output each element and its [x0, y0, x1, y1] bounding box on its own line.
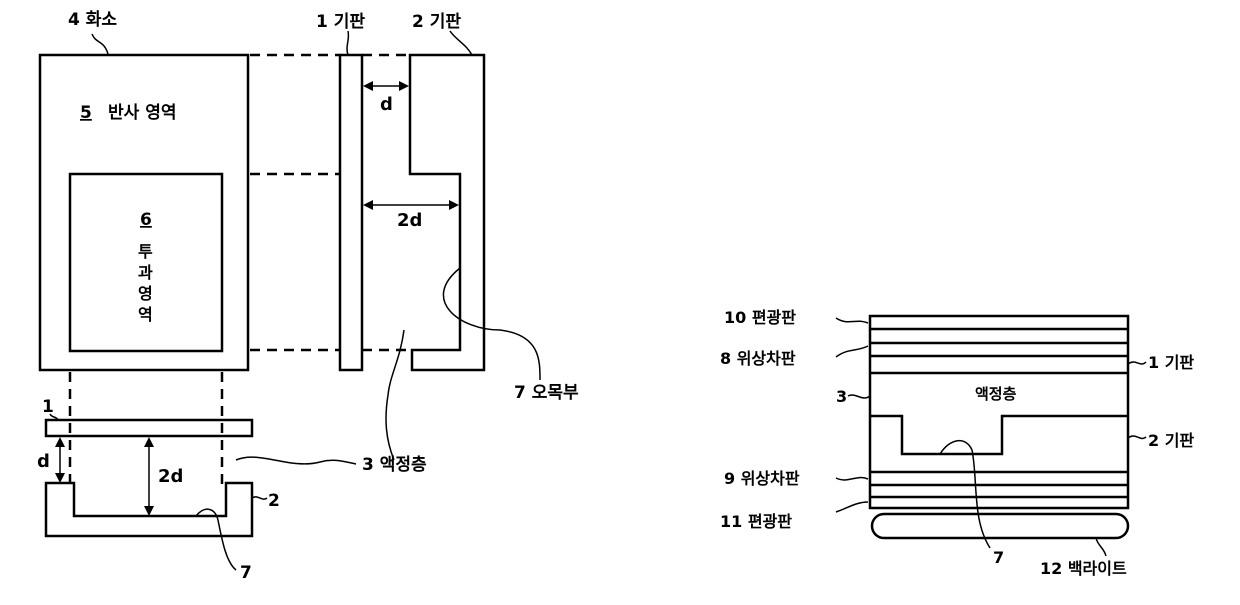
pixel-label: 4 화소 — [68, 10, 117, 30]
panel-lc-layer-label: 액정층 — [975, 385, 1017, 403]
top-polarizer-label: 10 편광판 — [724, 308, 796, 327]
backlight-label: 12 백라이트 — [1040, 559, 1127, 578]
section-gap-d-label: d — [37, 451, 50, 472]
transmissive-area-char-2: 과 — [138, 263, 153, 282]
section-gap-2d-label: 2d — [158, 466, 183, 487]
section-recess-label: 7 — [240, 563, 252, 583]
liquid-crystal-label: 3 액정층 — [362, 455, 427, 475]
substrate-2-label: 2 기판 — [412, 12, 461, 32]
bottom-polarizer-label: 11 편광판 — [720, 512, 792, 531]
top-retarder-label: 8 위상차판 — [720, 349, 796, 368]
pixel-leader — [92, 34, 108, 54]
transmissive-area-char-3: 영 — [138, 284, 153, 303]
reflective-area-number: 5 — [80, 103, 92, 123]
backlight — [872, 514, 1128, 538]
transmissive-area-char-4: 역 — [138, 305, 153, 324]
side-view: 1 기판 2 기판 d 2d 7 오목부 — [316, 12, 579, 460]
substrate-1-side — [340, 55, 362, 370]
substrate-1-label: 1 기판 — [316, 12, 365, 32]
section-substrate-1-label: 1 — [42, 397, 54, 417]
pixel-plan-view: 4 화소 5 반사 영역 6 투 과 영 역 — [40, 10, 248, 370]
recess-label: 7 오목부 — [514, 383, 579, 403]
bottom-retarder-label: 9 위상차판 — [724, 469, 800, 488]
section-substrate-2-label: 2 — [268, 491, 280, 511]
lc-number-label: 3 — [836, 387, 847, 406]
panel-outline — [870, 316, 1128, 508]
side-gap-d-label: d — [380, 94, 393, 115]
transmissive-area-number: 6 — [140, 210, 152, 230]
cross-section-view: 1 d 2d 2 7 3 액정층 — [37, 397, 427, 583]
panel-recess-profile — [870, 416, 1128, 454]
panel-stack-view: 10 편광판 8 위상차판 1 기판 3 액정층 2 기판 9 위상차판 11 … — [720, 308, 1194, 578]
reflective-area-label: 반사 영역 — [108, 103, 176, 123]
transmissive-area-char-1: 투 — [138, 242, 153, 261]
side-gap-2d-label: 2d — [397, 210, 422, 231]
panel-recess-label: 7 — [993, 548, 1004, 567]
panel-substrate-2-label: 2 기판 — [1148, 431, 1194, 450]
panel-substrate-1-label: 1 기판 — [1148, 353, 1194, 372]
